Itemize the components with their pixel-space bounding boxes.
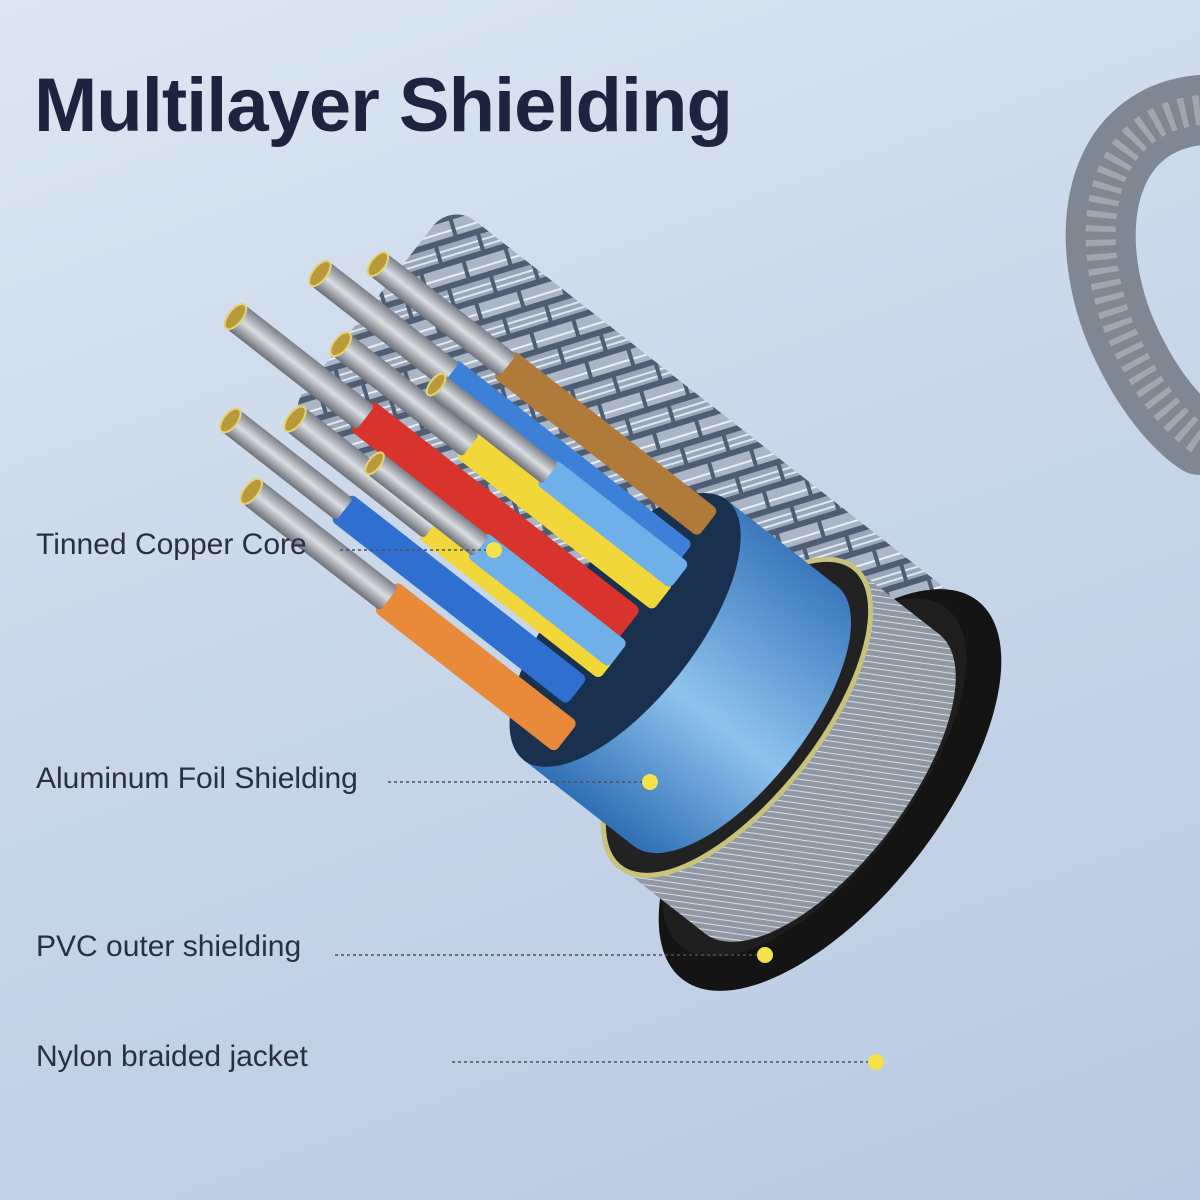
callout-label-copper-core: Tinned Copper Core [36, 528, 307, 561]
callout-dot-pvc [757, 947, 773, 963]
callout-label-nylon-jacket: Nylon braided jacket [36, 1040, 308, 1073]
callout-label-foil-shielding: Aluminum Foil Shielding [36, 762, 358, 795]
callout-dot-nylon [868, 1054, 884, 1070]
callout-dot-foil [642, 774, 658, 790]
page-title: Multilayer Shielding [34, 63, 733, 148]
callout-label-pvc-shielding: PVC outer shielding [36, 930, 302, 963]
callout-dot-copper-core [486, 542, 502, 558]
